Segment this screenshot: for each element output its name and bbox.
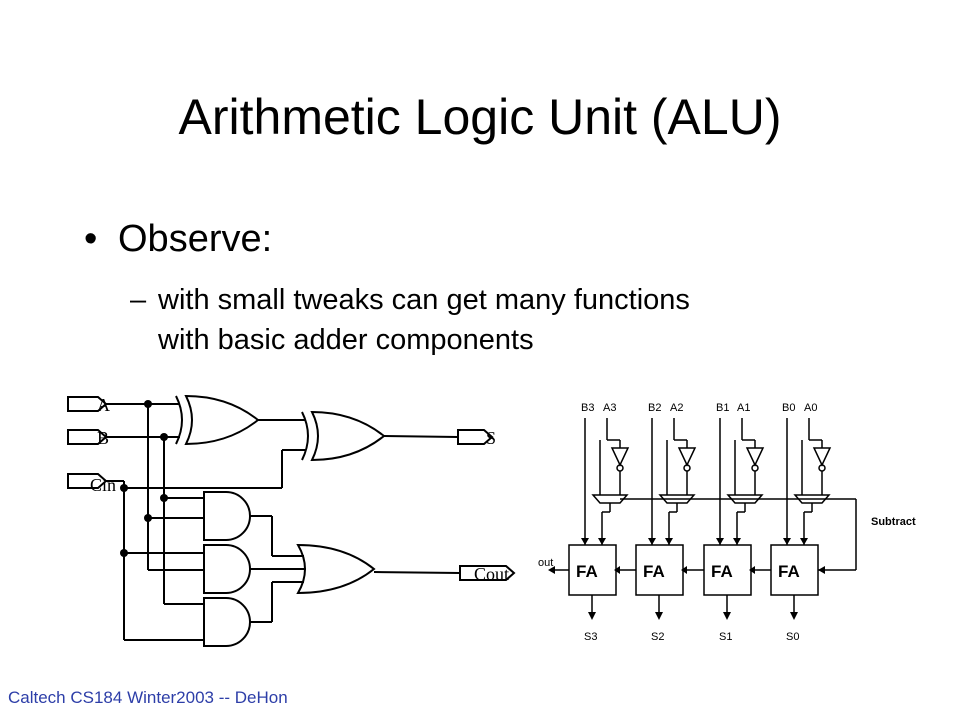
fa-label-1: FA [711, 562, 733, 581]
pin-b [67, 429, 108, 445]
alu-input-b0: B0 [782, 402, 795, 414]
or-gate [296, 543, 376, 595]
alu-input-b3: B3 [581, 402, 594, 414]
sub-bullet-dash: – [130, 284, 147, 316]
inverter-1 [745, 447, 765, 467]
and-gate-1 [203, 491, 251, 541]
fa-label-0: FA [778, 562, 800, 581]
mux-0 [793, 494, 831, 504]
full-adder-schematic [67, 394, 516, 647]
sub-bullet-line-2: with basic adder components [158, 324, 534, 356]
inverter-2 [677, 447, 697, 467]
bullet-text: Observe: [118, 218, 273, 260]
sub-bullet: – with small tweaks can get many functio… [130, 280, 690, 360]
alu-diagram: B3 A3 B2 A2 B1 A1 B0 A0 [538, 402, 916, 643]
subtract-label: Subtract [871, 516, 916, 528]
and-gate-3 [203, 597, 251, 647]
mux-1 [726, 494, 764, 504]
alu-output-s2: S2 [651, 631, 664, 643]
mux-2 [658, 494, 696, 504]
bullet-dot: • [84, 218, 98, 260]
label-s: S [486, 428, 496, 448]
wires [106, 403, 461, 641]
alu-input-b1: B1 [716, 402, 729, 414]
fa-label-3: FA [576, 562, 598, 581]
xor-gate-1 [175, 394, 260, 446]
pin-cout [459, 565, 516, 581]
carry-out-label: out [538, 557, 553, 569]
sub-bullet-line-1: with small tweaks can get many functions [158, 284, 690, 316]
label-cout: Cout [474, 564, 509, 584]
and-gate-2 [203, 544, 251, 594]
slide-title: Arithmetic Logic Unit (ALU) [178, 89, 782, 145]
label-b: B [97, 428, 109, 448]
alu-input-a2: A2 [670, 402, 683, 414]
mux-3 [591, 494, 629, 504]
alu-input-a0: A0 [804, 402, 817, 414]
alu-input-b2: B2 [648, 402, 661, 414]
pin-a [67, 396, 108, 412]
label-a: A [97, 395, 110, 415]
pin-s [457, 429, 494, 445]
footer-credit: Caltech CS184 Winter2003 -- DeHon [8, 688, 288, 707]
inverter-0 [812, 447, 832, 467]
junction-dots [120, 400, 168, 557]
alu-input-a3: A3 [603, 402, 616, 414]
arrowheads [548, 538, 825, 620]
bullet-item: • Observe: [84, 218, 272, 261]
alu-output-s0: S0 [786, 631, 799, 643]
alu-input-a1: A1 [737, 402, 750, 414]
alu-output-s1: S1 [719, 631, 732, 643]
inverter-3 [610, 447, 630, 467]
label-cin: Cin [90, 475, 116, 495]
pin-cin [67, 473, 108, 489]
fa-label-2: FA [643, 562, 665, 581]
alu-output-s3: S3 [584, 631, 597, 643]
xor-gate-2 [301, 410, 386, 462]
